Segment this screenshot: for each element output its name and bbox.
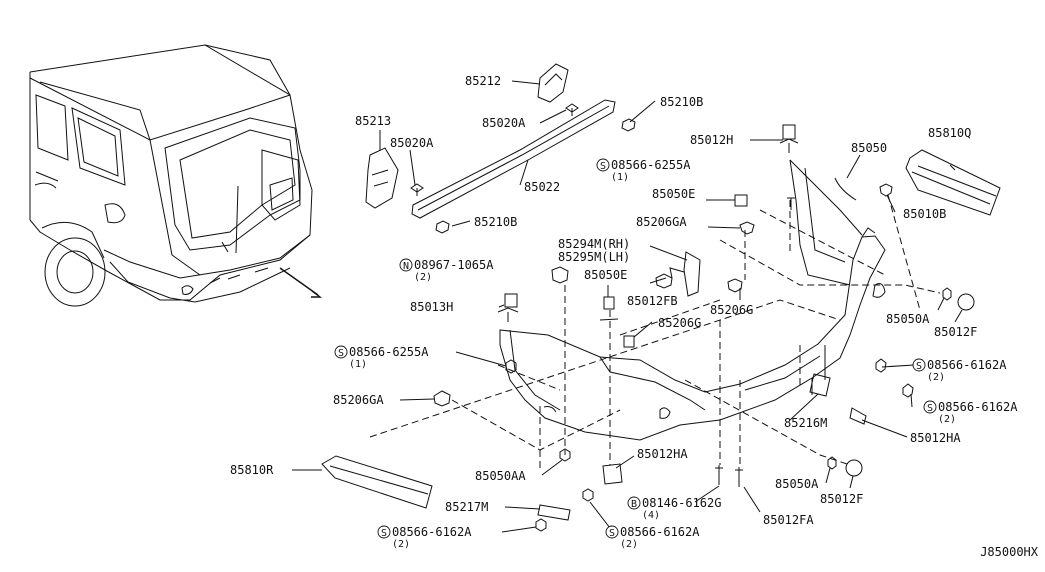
- label-85206g: 85206G: [658, 316, 701, 330]
- label-85295m: 85295M(LH): [558, 250, 630, 264]
- part-labels: 85212 85210B 85020A 85213 85020A 85022 8…: [230, 74, 1039, 559]
- part-label-detail: N: [403, 261, 409, 272]
- label-85010b: 85010B: [903, 207, 946, 221]
- label-85216m: 85216M: [784, 416, 827, 430]
- label-85050a: 85050A: [775, 477, 819, 491]
- label-85012fa: 85012FA: [763, 513, 814, 527]
- part-label-detail: S: [927, 403, 933, 414]
- label-85206ga: 85206GA: [333, 393, 384, 407]
- bumper-fascia-85050: [499, 159, 886, 441]
- part-label-detail: B: [631, 499, 637, 510]
- part-label-detail: S: [609, 528, 615, 539]
- label-08146-6162g: 08146-6162G: [642, 496, 721, 510]
- bolt-symbol-icon: B: [627, 496, 641, 510]
- fasteners-top: [410, 103, 636, 234]
- label-08967-1065a: 08967-1065A: [414, 258, 494, 272]
- part-label-detail: (2): [392, 539, 410, 550]
- part-label-detail: (4): [642, 510, 660, 521]
- label-85217m: 85217M: [445, 500, 488, 514]
- part-label-detail: S: [381, 528, 387, 539]
- part-label-detail: (1): [349, 359, 367, 370]
- label-85050: 85050: [851, 141, 887, 155]
- label-85294m: 85294M(RH): [558, 237, 630, 251]
- label-85022: 85022: [524, 180, 560, 194]
- part-label-detail: (1): [611, 172, 629, 183]
- part-label-detail: S: [916, 361, 922, 372]
- label-08566-6162a-r1: 08566-6162A: [927, 358, 1007, 372]
- part-label-detail: (2): [927, 372, 945, 383]
- label-85020a: 85020A: [390, 136, 434, 150]
- label-85012f-right: 85012F: [934, 325, 977, 339]
- label-08566-6162a-r2: 08566-6162A: [938, 400, 1018, 414]
- label-85050e-top: 85050E: [652, 187, 695, 201]
- part-label-detail: S: [600, 161, 606, 172]
- label-85810r: 85810R: [230, 463, 274, 477]
- label-85012f: 85012F: [820, 492, 863, 506]
- label-85212: 85212: [465, 74, 501, 88]
- label-85012ha-right: 85012HA: [910, 431, 961, 445]
- part-label-detail: S: [338, 348, 344, 359]
- part-label-detail: (2): [414, 272, 432, 283]
- label-85213: 85213: [355, 114, 391, 128]
- reinforcement-85022: [365, 63, 616, 219]
- nut-symbol-icon: N: [399, 258, 413, 272]
- fasteners-bumper: [433, 124, 975, 532]
- label-85013h: 85013H: [410, 300, 453, 314]
- label-85012fb: 85012FB: [627, 294, 678, 308]
- label-08566-6162a-bl: 08566-6162A: [392, 525, 472, 539]
- reflector-85810r: [321, 455, 433, 509]
- label-85050a-right: 85050A: [886, 312, 930, 326]
- label-08566-6255a-top: 08566-6255A: [611, 158, 691, 172]
- part-label-detail: (2): [938, 414, 956, 425]
- screw-symbol-icon: S S S S S S: [334, 158, 937, 539]
- label-85206g-right: 85206G: [710, 303, 753, 317]
- reflector-85810q: [905, 149, 1001, 216]
- label-85012ha: 85012HA: [637, 447, 688, 461]
- label-85206ga-top: 85206GA: [636, 215, 687, 229]
- label-85210b-top: 85210B: [660, 95, 703, 109]
- vehicle-illustration: [29, 44, 323, 307]
- diagram-id: J85000HX: [980, 545, 1039, 559]
- label-85210b: 85210B: [474, 215, 517, 229]
- label-85012h: 85012H: [690, 133, 733, 147]
- part-label-detail: (2): [620, 539, 638, 550]
- label-85050e: 85050E: [584, 268, 627, 282]
- leader-lines: [292, 80, 963, 533]
- label-85050aa: 85050AA: [475, 469, 526, 483]
- label-08566-6162a-bc: 08566-6162A: [620, 525, 700, 539]
- label-85810q: 85810Q: [928, 126, 971, 140]
- label-08566-6255a: 08566-6255A: [349, 345, 429, 359]
- label-85020a-top: 85020A: [482, 116, 526, 130]
